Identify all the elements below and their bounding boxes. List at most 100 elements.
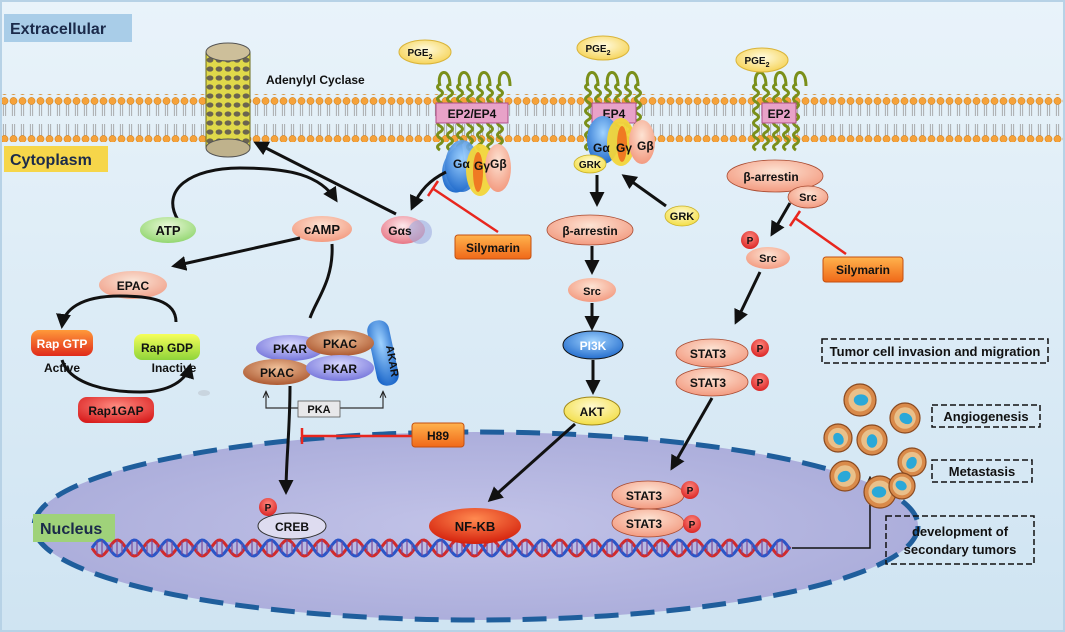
receptor-ep2-ep4: EP2/EP4 <box>435 71 512 152</box>
svg-text:Rap GDP: Rap GDP <box>141 341 193 355</box>
svg-text:Metastasis: Metastasis <box>949 464 1015 479</box>
svg-text:CREB: CREB <box>275 520 309 534</box>
svg-text:STAT3: STAT3 <box>690 347 727 361</box>
svg-text:H89: H89 <box>427 429 449 443</box>
outcome-secondary-tumors: development of secondary tumors <box>885 515 1035 565</box>
svg-text:Tumor cell invasion and migrat: Tumor cell invasion and migration <box>830 344 1041 359</box>
arrow-grk-to-receptor <box>621 174 667 208</box>
svg-text:Src: Src <box>759 253 777 265</box>
svg-text:EPAC: EPAC <box>117 279 150 293</box>
svg-text:EP2/EP4: EP2/EP4 <box>448 107 497 121</box>
svg-text:β-arrestin: β-arrestin <box>743 170 798 184</box>
arrow-psrc-to-stat3 <box>734 271 762 325</box>
arrow-rapgdp-to-rapgtp <box>56 294 178 329</box>
svg-text:STAT3: STAT3 <box>626 489 663 503</box>
tumor-cell <box>888 472 916 500</box>
atp-node: ATP <box>140 217 196 243</box>
svg-text:Gβ: Gβ <box>637 139 654 153</box>
svg-text:Gγ: Gγ <box>616 141 632 155</box>
stat3-dimer-cytoplasm: STAT3 P STAT3 P <box>675 338 769 397</box>
dna-helix <box>90 538 792 558</box>
arrow-akt-to-nfkb <box>487 422 576 502</box>
outcome-metastasis: Metastasis <box>931 459 1033 483</box>
svg-text:Nucleus: Nucleus <box>40 521 102 538</box>
svg-text:PKAR: PKAR <box>323 362 357 376</box>
arrow-gas-to-ac <box>253 141 397 216</box>
arrow-pka-to-creb <box>278 385 294 495</box>
grk-free: GRK <box>664 205 700 227</box>
adenylyl-cyclase-label: Adenylyl Cyclase <box>266 73 365 87</box>
arrow-stat3-to-nucleus <box>670 397 714 471</box>
svg-text:PGE2: PGE2 <box>585 44 610 57</box>
arrow-camp-to-pka <box>308 243 334 319</box>
svg-text:Silymarin: Silymarin <box>466 241 520 255</box>
tumor-cell <box>897 447 927 477</box>
svg-text:PKA: PKA <box>307 404 330 416</box>
svg-text:Rap GTP: Rap GTP <box>37 337 88 351</box>
pi3k-node: PI3K <box>562 330 624 360</box>
svg-text:GRK: GRK <box>579 160 602 171</box>
svg-text:STAT3: STAT3 <box>690 376 727 390</box>
g-protein-complex-1: Gα Gγ Gβ <box>442 140 511 196</box>
tumor-cell <box>889 402 921 434</box>
beta-arrestin-node-2: β-arrestin <box>726 159 824 193</box>
small-vesicle <box>198 390 210 396</box>
svg-text:STAT3: STAT3 <box>626 517 663 531</box>
creb-node: CREB P <box>257 498 327 540</box>
svg-text:ATP: ATP <box>155 223 180 238</box>
receptor-ep2: EP2 <box>752 71 808 152</box>
tumor-cell <box>823 423 853 453</box>
svg-text:PKAR: PKAR <box>273 342 307 356</box>
svg-text:β-arrestin: β-arrestin <box>562 224 617 238</box>
rap-gdp-node: Rap GDP <box>134 334 200 360</box>
svg-text:AKT: AKT <box>580 405 605 419</box>
outcome-angiogenesis: Angiogenesis <box>931 404 1041 428</box>
svg-text:cAMP: cAMP <box>304 222 340 237</box>
src-node-2: Src <box>787 185 829 209</box>
arrow-camp-to-epac <box>171 236 301 271</box>
arrow-rapgtp-to-rapgdp <box>60 359 194 394</box>
cytoplasm-label: Cytoplasm <box>4 146 108 172</box>
pge2-ligand-2: PGE2 <box>576 35 630 61</box>
rap1gap-node: Rap1GAP <box>78 397 154 423</box>
svg-text:Gβ: Gβ <box>490 157 507 171</box>
silymarin-inhibitor-1: Silymarin <box>426 180 532 260</box>
svg-text:Cytoplasm: Cytoplasm <box>10 152 92 169</box>
camp-node: cAMP <box>292 216 352 242</box>
tumor-cell <box>856 424 888 456</box>
h89-inhibitor: H89 <box>300 422 465 448</box>
svg-text:AKAR: AKAR <box>383 344 400 377</box>
svg-text:NF-KB: NF-KB <box>455 519 495 534</box>
arrow-atp-to-camp <box>171 166 338 221</box>
svg-text:P: P <box>265 503 272 514</box>
svg-text:PGE2: PGE2 <box>407 48 432 61</box>
phospho-src-node: Src P <box>741 231 790 269</box>
svg-text:Extracellular: Extracellular <box>10 21 106 38</box>
akt-node: AKT <box>563 396 621 426</box>
tumor-cell <box>863 475 897 509</box>
extracellular-label: Extracellular <box>4 14 132 42</box>
adenylyl-cyclase-barrel <box>205 42 251 158</box>
pka-bracket: PKA <box>266 392 383 418</box>
beta-arrestin-node-1: β-arrestin <box>546 214 634 246</box>
tumor-cell <box>829 460 861 492</box>
inactive-label: Inactive <box>152 361 197 375</box>
arrow-arrestin-to-psrc <box>770 202 792 237</box>
arrow-galpha-to-gas <box>410 170 447 211</box>
svg-text:EP2: EP2 <box>768 107 791 121</box>
tumor-cell <box>843 383 877 417</box>
g-alpha-s: Gαs <box>381 216 432 244</box>
svg-text:Rap1GAP: Rap1GAP <box>88 404 143 418</box>
silymarin-inhibitor-2: Silymarin <box>788 210 904 283</box>
svg-text:GRK: GRK <box>670 211 695 223</box>
svg-text:P: P <box>757 344 764 355</box>
svg-text:P: P <box>747 236 754 247</box>
nfkb-node: NF-KB <box>429 508 521 544</box>
lipid-bilayer <box>0 94 1065 142</box>
svg-text:development of: development of <box>912 524 1009 539</box>
svg-text:Gγ: Gγ <box>474 159 490 173</box>
tumor-cell-cluster <box>823 383 927 509</box>
stat3-dimer-nucleus: STAT3 P STAT3 P <box>611 480 701 538</box>
svg-text:Gα: Gα <box>593 141 610 155</box>
